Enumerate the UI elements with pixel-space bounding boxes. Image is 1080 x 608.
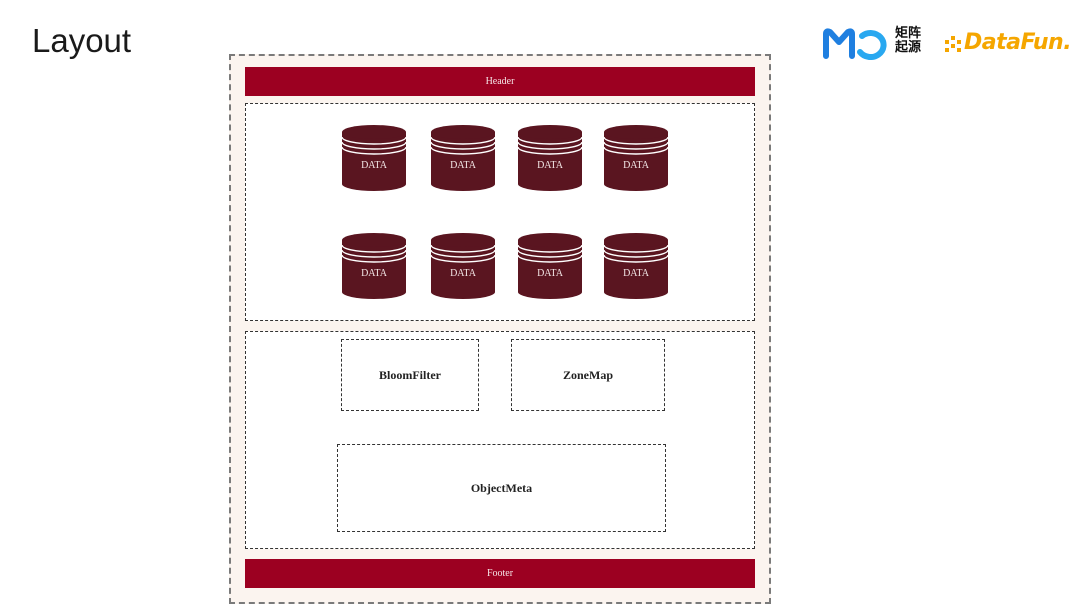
- data-cylinder: DATA: [341, 232, 407, 300]
- bloomfilter-box: BloomFilter: [341, 339, 479, 411]
- data-cylinder-label: DATA: [361, 160, 387, 171]
- datafun-wordmark: DataFun.: [964, 30, 1072, 55]
- footer-band: Footer: [245, 559, 755, 588]
- data-cylinder: DATA: [517, 232, 583, 300]
- data-cylinder: DATA: [341, 124, 407, 192]
- data-cylinder: DATA: [430, 124, 496, 192]
- matrixorigin-logo: [822, 26, 890, 61]
- index-zone: BloomFilter ZoneMap ObjectMeta: [245, 331, 755, 549]
- zonemap-box: ZoneMap: [511, 339, 665, 411]
- objectmeta-box: ObjectMeta: [337, 444, 666, 532]
- datafun-wordmark-text: DataFun.: [964, 30, 1072, 55]
- data-cylinder-label: DATA: [361, 268, 387, 279]
- data-cylinder: DATA: [603, 124, 669, 192]
- data-cylinder-label: DATA: [450, 160, 476, 171]
- data-cylinder-label: DATA: [537, 268, 563, 279]
- slide-title: Layout: [32, 22, 132, 59]
- data-cylinder: DATA: [430, 232, 496, 300]
- data-cylinder: DATA: [603, 232, 669, 300]
- data-cylinder-label: DATA: [623, 160, 649, 171]
- data-zone: DATA DATA DATA DATA DATA DATA DATA DATA: [245, 103, 755, 321]
- data-cylinder-label: DATA: [537, 160, 563, 171]
- matrixorigin-cn-wordmark: 矩阵 起源: [895, 26, 922, 55]
- data-cylinder-label: DATA: [450, 268, 476, 279]
- datafun-logo: [943, 28, 1073, 62]
- header-band: Header: [245, 67, 755, 96]
- data-cylinder-label: DATA: [623, 268, 649, 279]
- data-cylinder: DATA: [517, 124, 583, 192]
